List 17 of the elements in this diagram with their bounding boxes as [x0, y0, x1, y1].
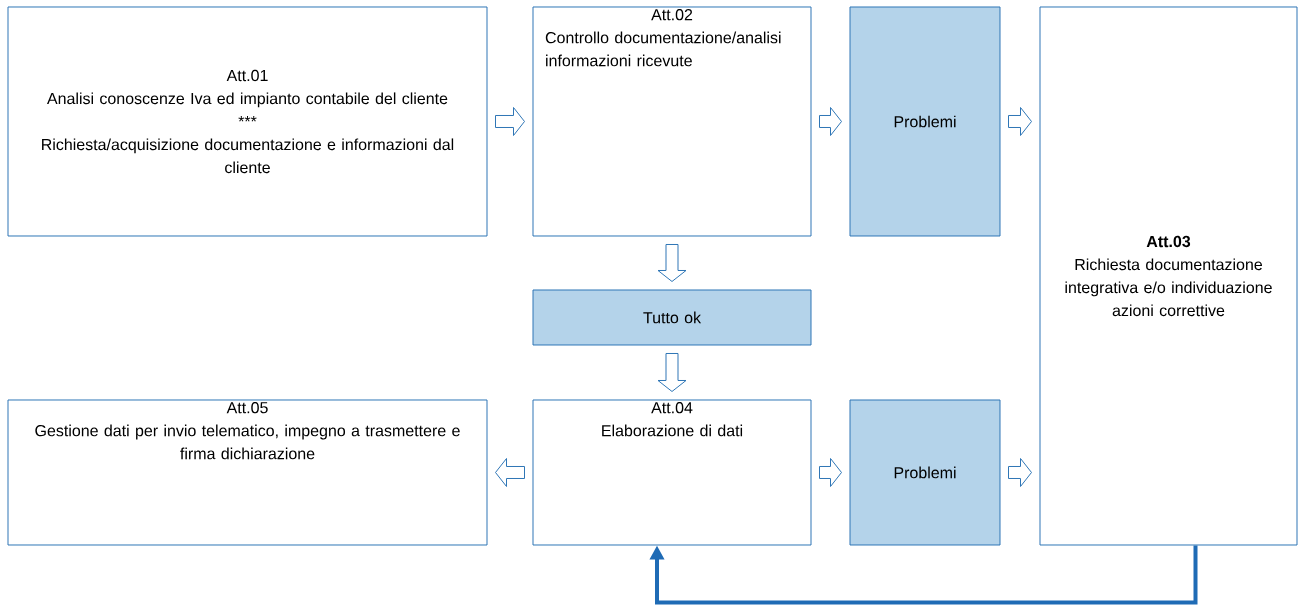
block-arrow [819, 107, 842, 136]
highlighted-box: Problemi [849, 6, 1001, 237]
block-arrow [657, 353, 687, 392]
block-arrow [657, 244, 687, 282]
block-arrow [495, 458, 525, 487]
highlighted-box: Tutto ok [532, 289, 812, 346]
block-arrow [819, 458, 842, 487]
feedback-arrow [649, 545, 1198, 605]
process-box: Att.01 Analisi conoscenze Iva ed impianto contabile del cliente *** Richiesta/acquisizione documentazione e informazioni dal cliente [7, 6, 488, 237]
process-box: Att.02 Controllo documentazione/analisi informazioni ricevute [532, 6, 812, 237]
block-arrow [1008, 107, 1032, 136]
process-box: Att.04 Elaborazione di dati [532, 399, 812, 546]
highlighted-box: Problemi [849, 399, 1001, 546]
block-arrow [495, 107, 525, 136]
process-box: Att.05 Gestione dati per invio telematico, impegno a trasmettere e firma dichiarazione [7, 399, 488, 546]
process-box: Att.03 Richiesta documentazione integrativa e/o individuazione azioni correttive [1039, 6, 1298, 546]
block-arrow [1008, 458, 1032, 487]
